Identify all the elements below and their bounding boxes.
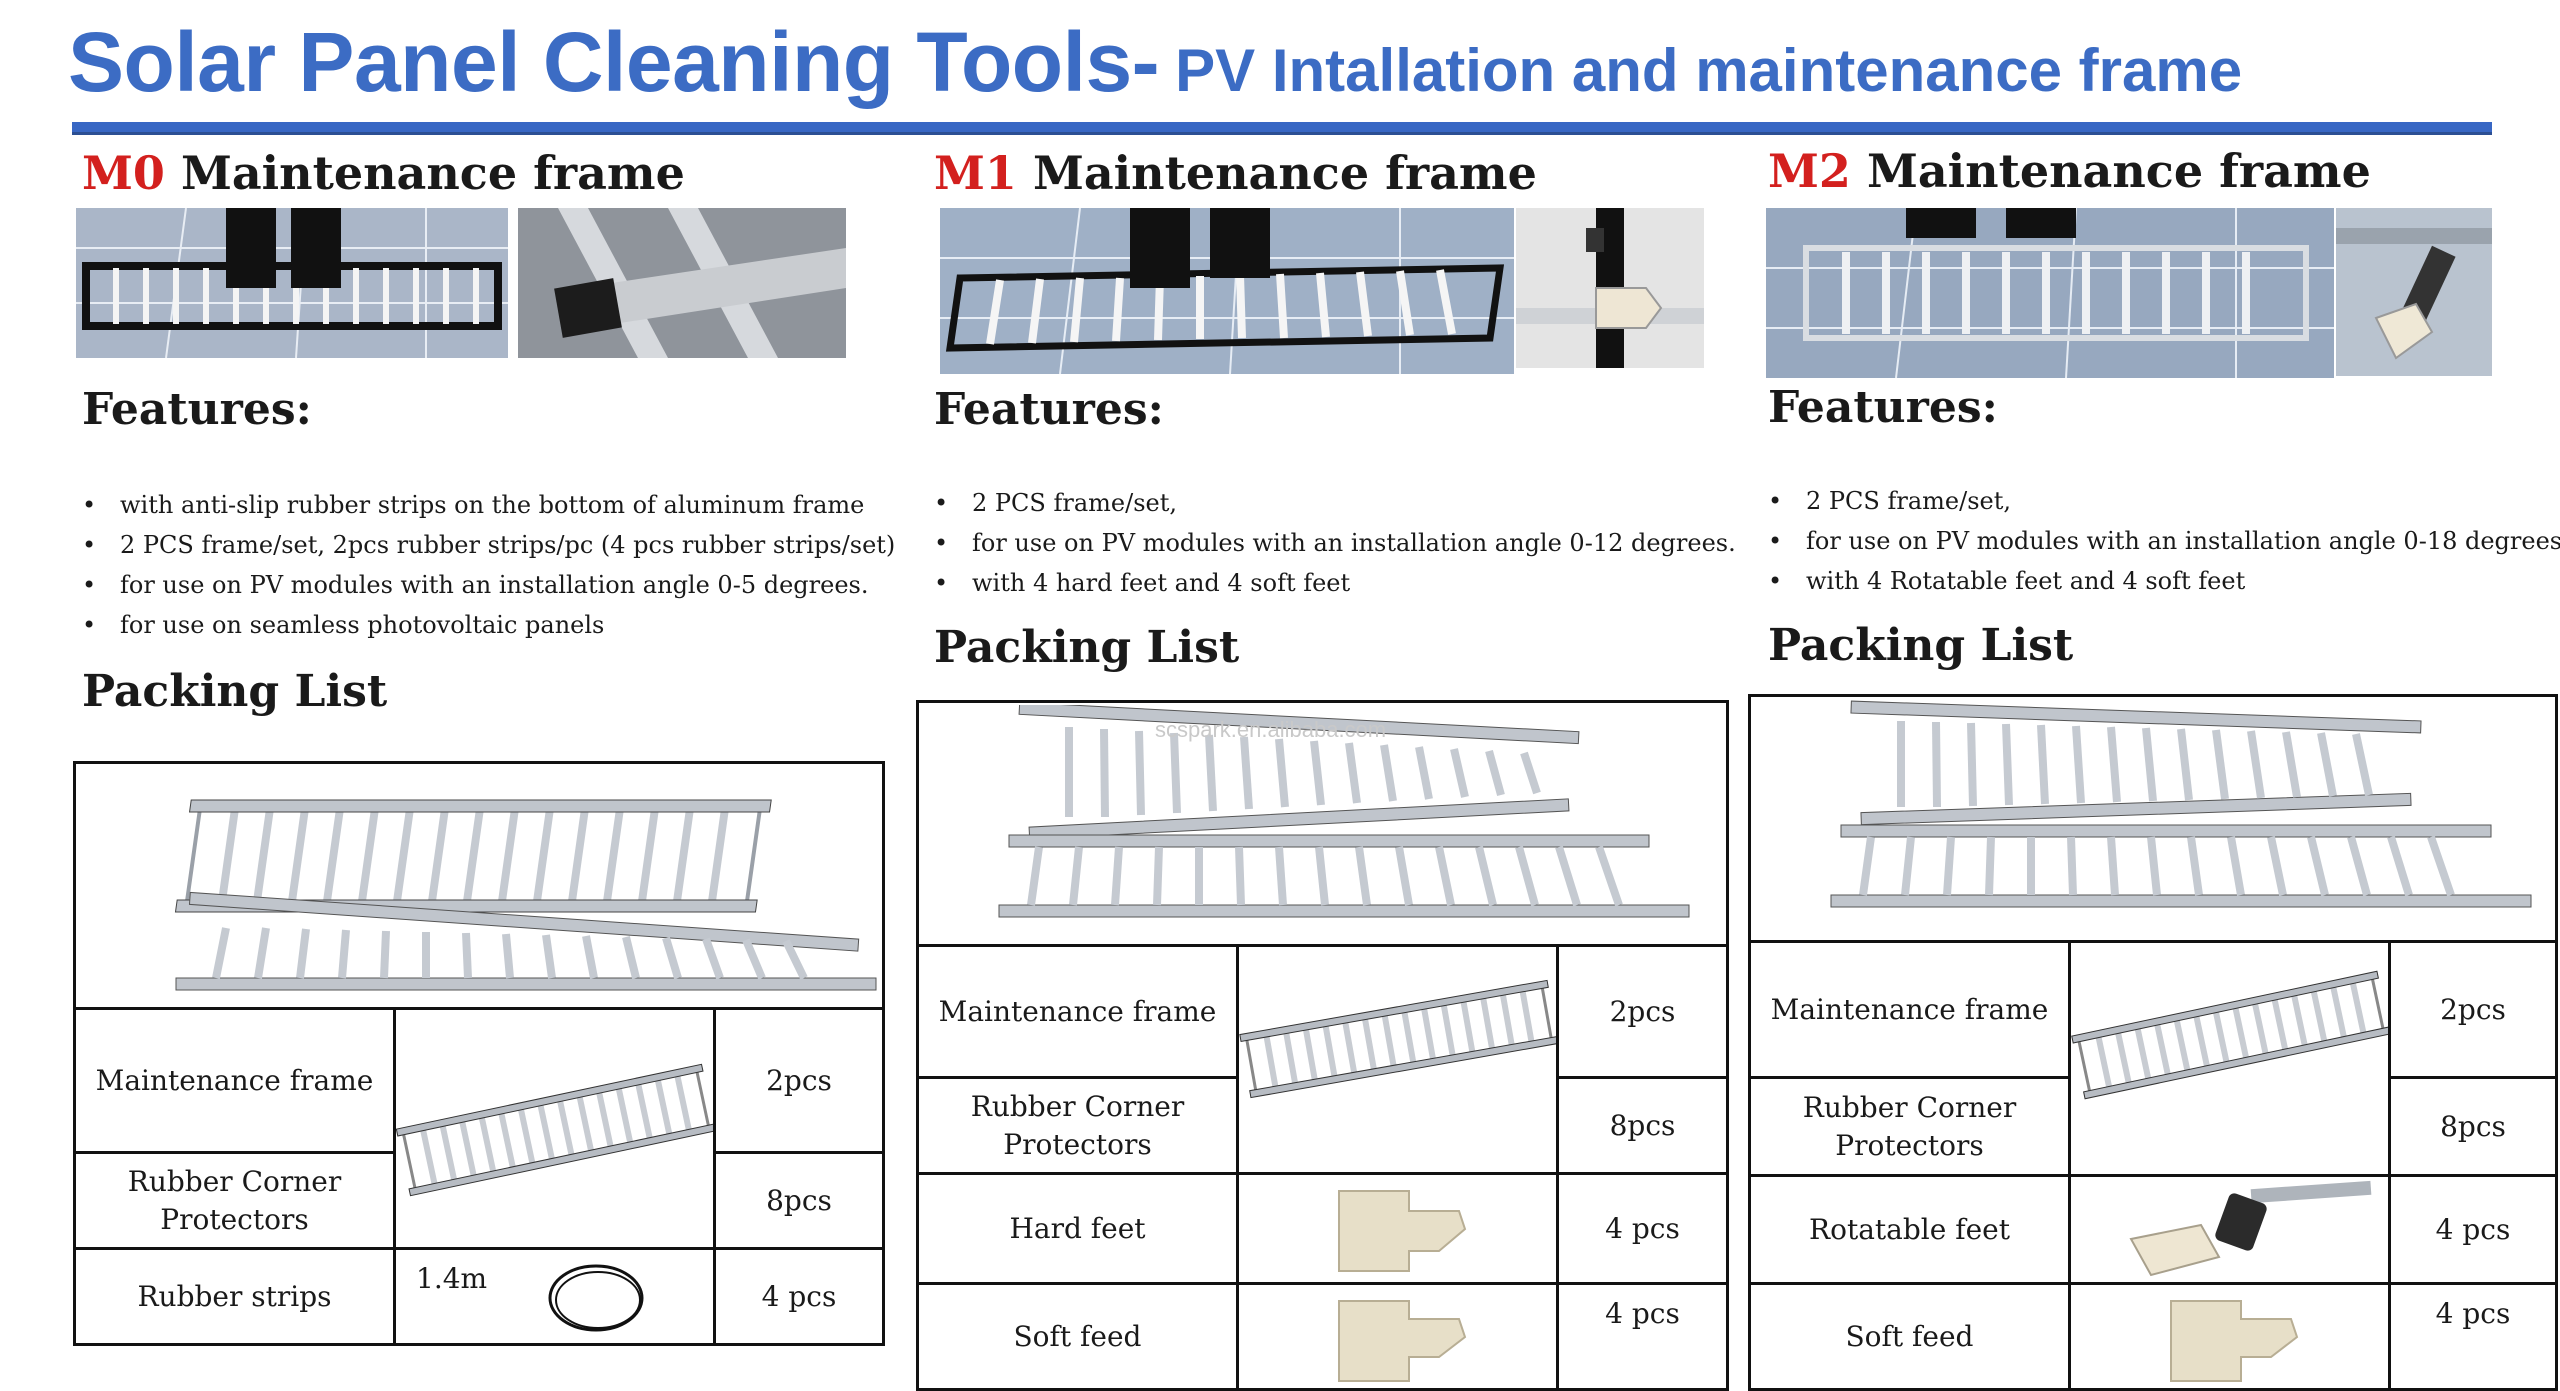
m0-heading-text: Maintenance frame — [180, 146, 685, 200]
m2-features-list: 2 PCS frame/set, for use on PV modules w… — [1768, 481, 2560, 601]
m0-packing-title: Packing List — [82, 666, 388, 717]
m0-feature-item: for use on PV modules with an installati… — [82, 565, 895, 605]
m0-row-item: Rubber strips — [73, 1247, 396, 1346]
m2-row-item: Maintenance frame — [1748, 940, 2071, 1079]
m2-photo-rotatable-foot — [2336, 208, 2492, 376]
title-main: Solar Panel Cleaning Tools- — [68, 15, 1160, 109]
m2-row-qty: 4 pcs — [2388, 1174, 2558, 1285]
m2-soft-feet-cell — [2068, 1282, 2391, 1391]
m2-row-item: Rubber Corner Protectors — [1748, 1076, 2071, 1177]
m1-row-qty: 4 pcs — [1605, 1297, 1680, 1330]
m0-feature-item: for use on seamless photovoltaic panels — [82, 605, 895, 645]
m2-frames-photo — [1748, 694, 2558, 943]
m1-packing-title: Packing List — [934, 622, 1240, 673]
m0-row-qty: 4 pcs — [712, 1247, 886, 1346]
m0-feature-item: with anti-slip rubber strips on the bott… — [82, 485, 895, 525]
m2-feature-item: 2 PCS frame/set, — [1768, 481, 2560, 521]
m0-features-list: with anti-slip rubber strips on the bott… — [82, 485, 895, 645]
watermark: scspark.en.alibaba.com — [1155, 717, 1387, 742]
soft-foot-icon — [1338, 1299, 1467, 1382]
m0-model-code: M0 — [82, 146, 165, 200]
m0-rubber-strip-length: 1.4m — [416, 1262, 488, 1295]
m1-features-list: 2 PCS frame/set, for use on PV modules w… — [934, 483, 1736, 603]
m1-row-item: Hard feet — [916, 1172, 1239, 1285]
m0-heading: M0 Maintenance frame — [82, 146, 685, 200]
m2-feature-item: with 4 Rotatable feet and 4 soft feet — [1768, 561, 2560, 601]
m2-heading-text: Maintenance frame — [1866, 144, 2371, 198]
title-subtitle: PV Intallation and maintenance frame — [1175, 37, 2243, 104]
m0-features-title: Features: — [82, 384, 312, 435]
m2-features-title: Features: — [1768, 382, 1998, 433]
m0-row-item: Maintenance frame — [73, 1007, 396, 1154]
m0-row-item: Rubber Corner Protectors — [73, 1151, 396, 1250]
m0-rubber-strip-cell: 1.4m — [393, 1247, 716, 1346]
m2-rotatable-feet-cell — [2068, 1174, 2391, 1285]
m1-frame-thumb — [1236, 944, 1559, 1175]
m2-row-qty: 8pcs — [2388, 1076, 2558, 1177]
m2-model-code: M2 — [1768, 144, 1851, 198]
hard-foot-icon — [1338, 1189, 1467, 1272]
m2-packing-title: Packing List — [1768, 620, 2074, 671]
m2-heading: M2 Maintenance frame — [1768, 144, 2371, 198]
m0-row-qty: 2pcs — [712, 1007, 886, 1154]
m0-row-qty: 8pcs — [712, 1151, 886, 1250]
soft-foot-icon — [2170, 1299, 2299, 1382]
m1-heading-text: Maintenance frame — [1032, 146, 1537, 200]
m1-features-title: Features: — [934, 384, 1164, 435]
m0-packing-table: Maintenance frame 2pcs Rubber Corner Pro… — [72, 761, 886, 1346]
m2-row-item: Soft feed — [1748, 1282, 2071, 1391]
m1-row-qty: 4 pcs — [1556, 1172, 1729, 1285]
m2-row-qty: 2pcs — [2388, 940, 2558, 1079]
m1-feature-item: for use on PV modules with an installati… — [934, 523, 1736, 563]
m1-photo-frame-in-use — [940, 208, 1514, 374]
title-divider — [72, 122, 2492, 135]
m1-packing-table: scspark.en.alibaba.com Maintenance frame — [916, 700, 1729, 1391]
m0-frame-thumb — [393, 1007, 716, 1250]
m1-frames-photo: scspark.en.alibaba.com — [916, 700, 1729, 947]
m0-feature-item: 2 PCS frame/set, 2pcs rubber strips/pc (… — [82, 525, 895, 565]
m1-hard-feet-cell — [1236, 1172, 1559, 1285]
m2-row-qty: 4 pcs — [2435, 1297, 2511, 1330]
m2-row-qty-cell: 4 pcs — [2388, 1282, 2558, 1391]
rubber-coil-icon — [548, 1264, 644, 1331]
m2-packing-table: Maintenance frame 2pcs Rubber Corner Pro… — [1748, 694, 2558, 1391]
m1-row-qty: 2pcs — [1556, 944, 1729, 1079]
rotatable-foot-icon — [2129, 1180, 2372, 1276]
m1-row-qty-cell: 4 pcs — [1556, 1282, 1729, 1391]
m1-row-item: Maintenance frame — [916, 944, 1239, 1079]
m1-soft-feet-cell — [1236, 1282, 1559, 1391]
m0-frames-photo — [72, 761, 886, 1010]
m2-frame-thumb — [2068, 940, 2391, 1177]
m2-photo-frame-in-use — [1766, 208, 2334, 378]
m0-photo-frame-detail — [518, 208, 846, 358]
m1-row-item: Soft feed — [916, 1282, 1239, 1391]
m2-feature-item: for use on PV modules with an installati… — [1768, 521, 2560, 561]
m1-heading: M1 Maintenance frame — [934, 146, 1537, 200]
page-title: Solar Panel Cleaning Tools-PV Intallatio… — [68, 14, 2242, 111]
m1-feature-item: 2 PCS frame/set, — [934, 483, 1736, 523]
m1-model-code: M1 — [934, 146, 1017, 200]
m1-row-item: Rubber Corner Protectors — [916, 1076, 1239, 1175]
m1-row-qty: 8pcs — [1556, 1076, 1729, 1175]
m1-feature-item: with 4 hard feet and 4 soft feet — [934, 563, 1736, 603]
m2-row-item: Rotatable feet — [1748, 1174, 2071, 1285]
m1-photo-feet-detail — [1516, 208, 1704, 368]
m0-photo-frame-in-use — [76, 208, 508, 358]
